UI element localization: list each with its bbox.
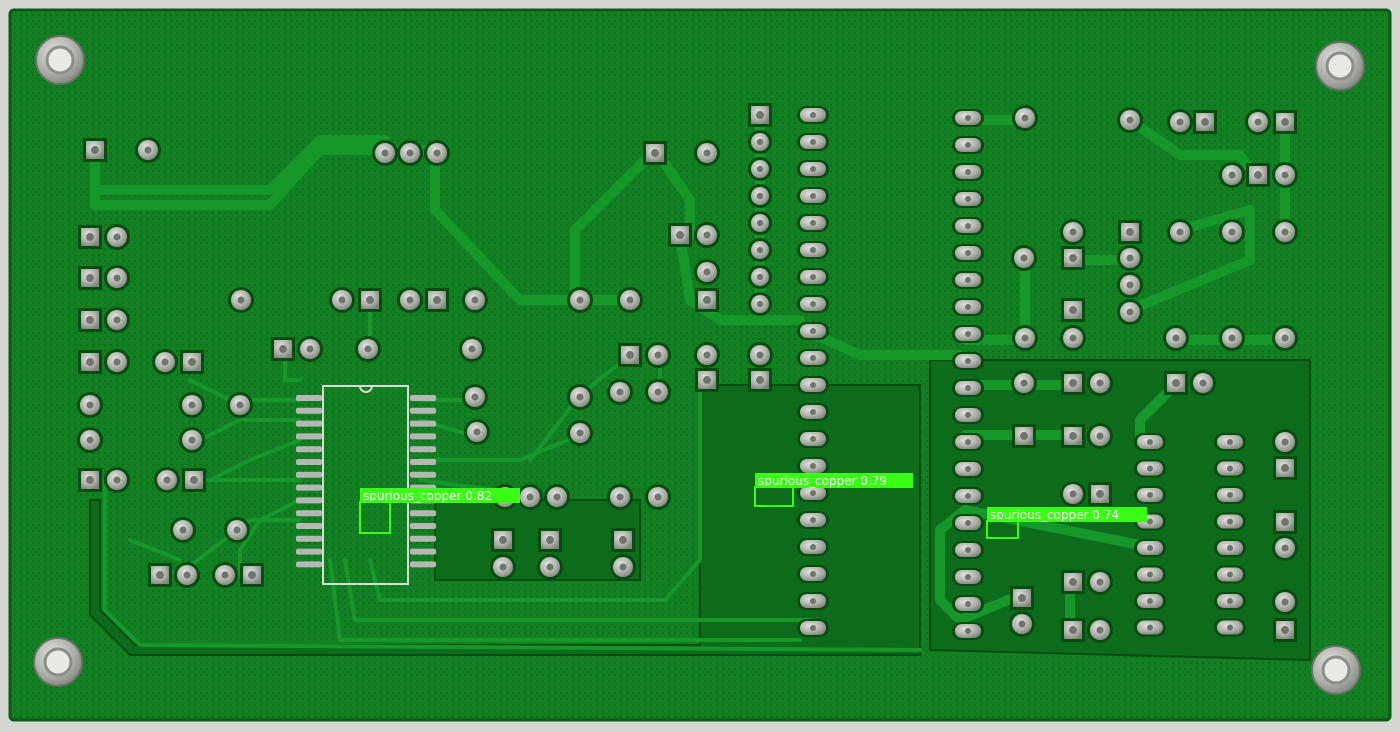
detection-2: spurious_copper 0.79 <box>754 473 913 507</box>
detection-2-label: spurious_copper 0.79 <box>758 474 887 488</box>
detection-3-box <box>986 520 1019 539</box>
detection-3-label: spurious_copper 0.74 <box>990 508 1119 522</box>
detection-1: spurious_copper 0.82 <box>359 488 520 534</box>
detection-1-label: spurious_copper 0.82 <box>363 489 492 503</box>
detection-1-box <box>359 501 391 534</box>
detection-3: spurious_copper 0.74 <box>986 507 1147 539</box>
detection-2-box <box>754 486 794 507</box>
detections: spurious_copper 0.82 spurious_copper 0.7… <box>359 473 1147 539</box>
mounting-holes <box>33 35 1365 695</box>
component-pads <box>77 103 1298 643</box>
